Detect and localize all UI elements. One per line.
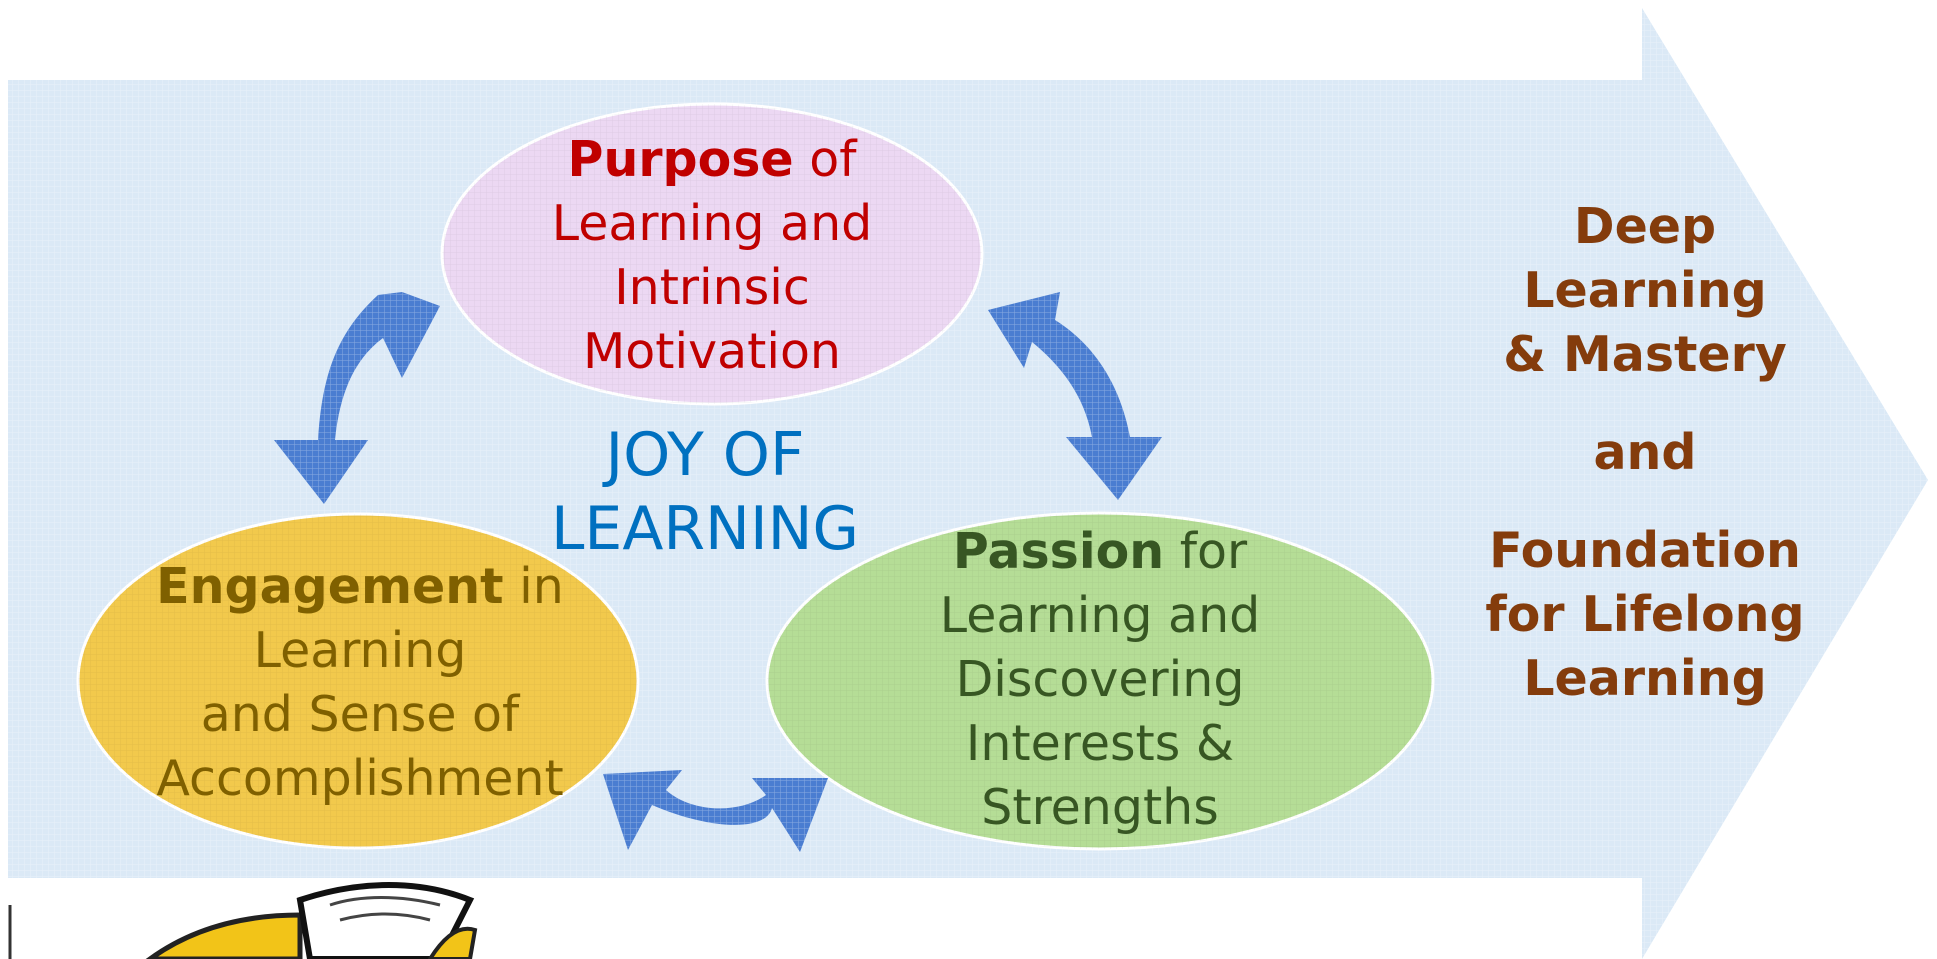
- outcome-label: Deep Learning & Mastery and Foundation f…: [1440, 195, 1850, 711]
- engagement-line-2: Learning: [253, 622, 467, 679]
- purpose-line-2: Learning and: [551, 195, 873, 252]
- engagement-line-3: and Sense of: [200, 686, 520, 743]
- passion-ellipse: [765, 511, 1435, 851]
- outcome-line-4: and: [1593, 424, 1697, 481]
- outcome-line-5: Foundation: [1489, 522, 1801, 579]
- passion-lead: Passion: [952, 523, 1165, 580]
- engagement-lead-tail: in: [503, 558, 564, 615]
- passion-line-5: Strengths: [981, 779, 1219, 836]
- purpose-line-1: Purpose of: [512, 128, 912, 192]
- outcome-line-2: Learning: [1523, 262, 1767, 319]
- passion-lead-tail: for: [1164, 523, 1248, 580]
- engagement-line-4: Accomplishment: [156, 750, 564, 807]
- purpose-label: Purpose of Learning and Intrinsic Motiva…: [512, 128, 912, 384]
- passion-label: Passion for Learning and Discovering Int…: [830, 520, 1370, 840]
- purpose-line-3: Intrinsic: [614, 259, 810, 316]
- purpose-line-4: Motivation: [583, 323, 841, 380]
- outcome-line-6: for Lifelong: [1485, 586, 1805, 643]
- purpose-ellipse: [440, 102, 984, 406]
- center-title: JOY OF LEARNING: [490, 418, 920, 566]
- passion-line-1: Passion for: [830, 520, 1370, 584]
- outcome-line-1: Deep: [1573, 198, 1717, 255]
- passion-line-4: Interests &: [965, 715, 1235, 772]
- passion-line-2: Learning and: [939, 587, 1261, 644]
- mascot-logo-partial: [8, 882, 478, 959]
- outcome-line-7: Learning: [1523, 650, 1767, 707]
- purpose-lead-tail: of: [793, 131, 857, 188]
- outcome-spacer: [1440, 485, 1850, 519]
- outcome-line-3: & Mastery: [1503, 326, 1787, 383]
- engagement-lead: Engagement: [156, 558, 504, 615]
- purpose-lead: Purpose: [567, 131, 794, 188]
- engagement-label: Engagement in Learning and Sense of Acco…: [100, 555, 620, 811]
- center-title-line-2: LEARNING: [550, 494, 860, 564]
- center-title-line-1: JOY OF: [605, 420, 805, 490]
- engagement-ellipse: [76, 512, 640, 850]
- engagement-line-1: Engagement in: [100, 555, 620, 619]
- outcome-spacer: [1440, 387, 1850, 421]
- passion-line-3: Discovering: [955, 651, 1245, 708]
